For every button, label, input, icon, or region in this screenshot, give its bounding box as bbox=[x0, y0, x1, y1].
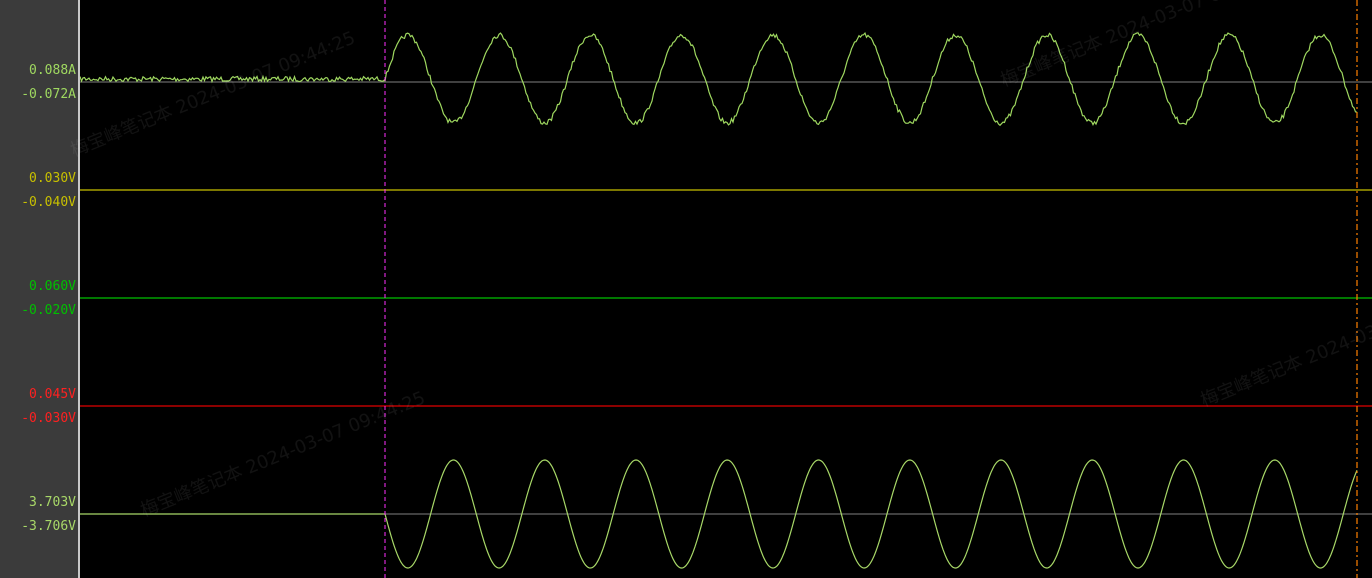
trace-current bbox=[80, 31, 1358, 127]
channel-max-label: 0.045V bbox=[29, 387, 76, 402]
channel-min-label: -0.030V bbox=[21, 411, 76, 426]
channel-max-label: 3.703V bbox=[29, 495, 76, 510]
trace-voltage bbox=[80, 459, 1358, 569]
channel-min-label: -0.040V bbox=[21, 195, 76, 210]
channel-max-label: 0.030V bbox=[29, 171, 76, 186]
channel-max-label: 0.060V bbox=[29, 279, 76, 294]
channel-scale-panel: 0.088A -0.072A 0.030V -0.040V 0.060V -0.020V 0… bbox=[0, 0, 80, 578]
channel-max-label: 0.088A bbox=[29, 63, 76, 78]
waveform-plot[interactable] bbox=[80, 0, 1372, 578]
channel-min-label: -0.020V bbox=[21, 303, 76, 318]
channel-min-label: -3.706V bbox=[21, 519, 76, 534]
channel-min-label: -0.072A bbox=[21, 87, 76, 102]
